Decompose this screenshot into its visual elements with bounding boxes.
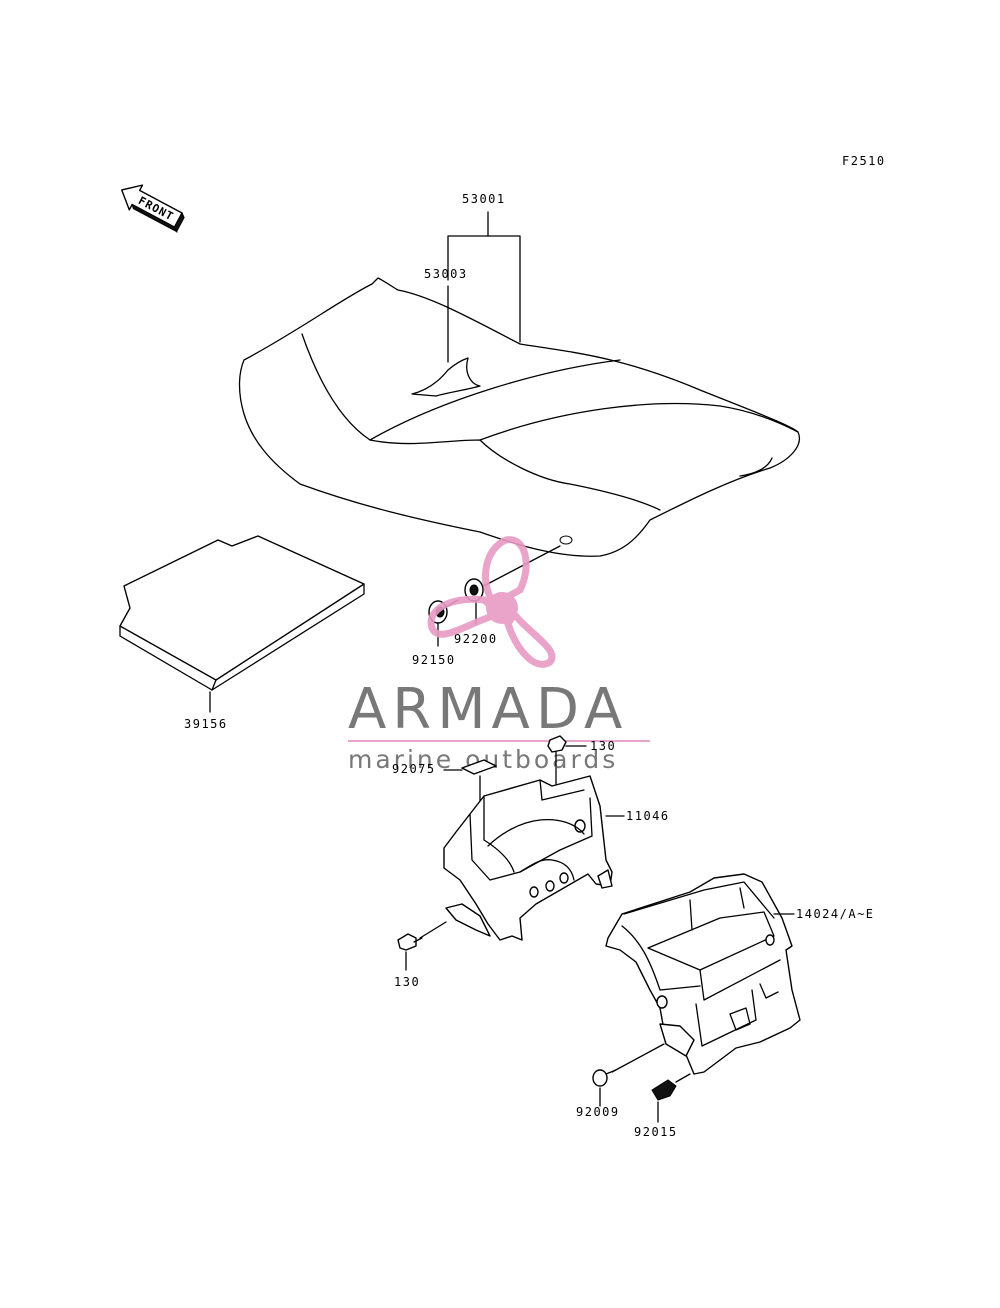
part-label-130-lower: 130 [394,975,420,989]
part-label-130-upper: 130 [590,739,616,753]
seat-mat [119,535,365,691]
bolt-130-lower [397,933,423,951]
part-label-92015: 92015 [634,1125,678,1139]
front-arrow-icon: FRONT [121,184,185,233]
figure-code: F2510 [842,154,886,168]
nut-92015-axis [675,1073,691,1083]
bracket-11046 [443,775,613,941]
part-label-92150: 92150 [412,653,456,667]
bolt-130-upper [547,735,567,767]
watermark: ARMADA marine outboards [348,536,650,774]
part-label-39156: 39156 [184,717,228,731]
part-label-92200: 92200 [454,632,498,646]
pad-92075 [461,759,497,775]
propeller-logo-icon [427,536,556,668]
seat [238,277,800,557]
seat-emblem [411,357,481,397]
part-label-92075: 92075 [392,762,436,776]
screw-92009-axis [611,1043,665,1073]
seat-fastener-axis [475,545,561,591]
bolt-130-lower-axis [419,921,447,939]
part-label-11046: 11046 [626,809,670,823]
watermark-title: ARMADA [348,677,628,742]
tray-14024 [605,873,801,1075]
screw-92009 [592,1069,617,1087]
part-label-53001: 53001 [462,192,506,206]
part-label-14024: 14024/A~E [796,907,875,921]
part-label-53003: 53003 [424,267,468,281]
nut-92015 [651,1079,677,1101]
leader-53001 [447,235,521,343]
part-label-92009: 92009 [576,1105,620,1119]
